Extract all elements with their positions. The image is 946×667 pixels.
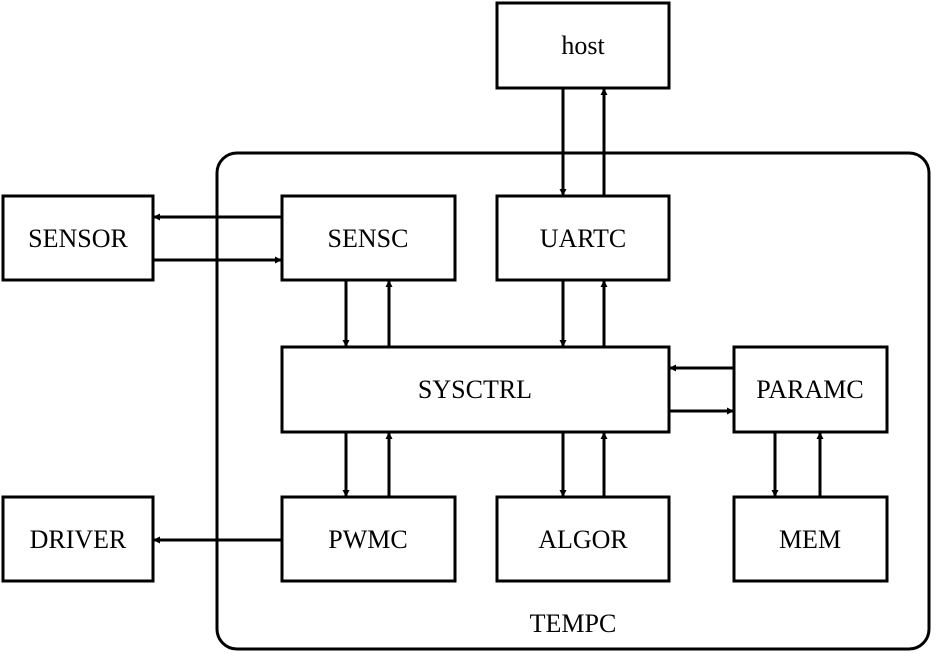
block-algor-label: ALGOR [538, 525, 628, 554]
block-driver: DRIVER [1, 495, 155, 583]
block-sysctrl-label: SYSCTRL [418, 375, 532, 404]
block-sensc: SENSC [280, 194, 457, 282]
tempc-container [215, 151, 931, 651]
block-paramc-label: PARAMC [756, 375, 863, 404]
block-host-label: host [561, 31, 605, 60]
block-sensor-label: SENSOR [28, 224, 128, 253]
block-pwmc-label: PWMC [328, 525, 407, 554]
block-sysctrl: SYSCTRL [280, 345, 671, 434]
block-driver-label: DRIVER [30, 525, 127, 554]
block-paramc: PARAMC [732, 345, 889, 434]
block-pwmc: PWMC [280, 495, 457, 583]
tempc-label: TEMPC [530, 609, 617, 638]
block-mem-label: MEM [779, 525, 841, 554]
block-algor: ALGOR [495, 495, 671, 583]
block-uartc: UARTC [495, 194, 671, 282]
block-mem: MEM [732, 495, 889, 583]
block-uartc-label: UARTC [540, 224, 627, 253]
block-host: host [495, 1, 671, 90]
block-sensor: SENSOR [1, 194, 155, 282]
block-sensc-label: SENSC [328, 224, 409, 253]
